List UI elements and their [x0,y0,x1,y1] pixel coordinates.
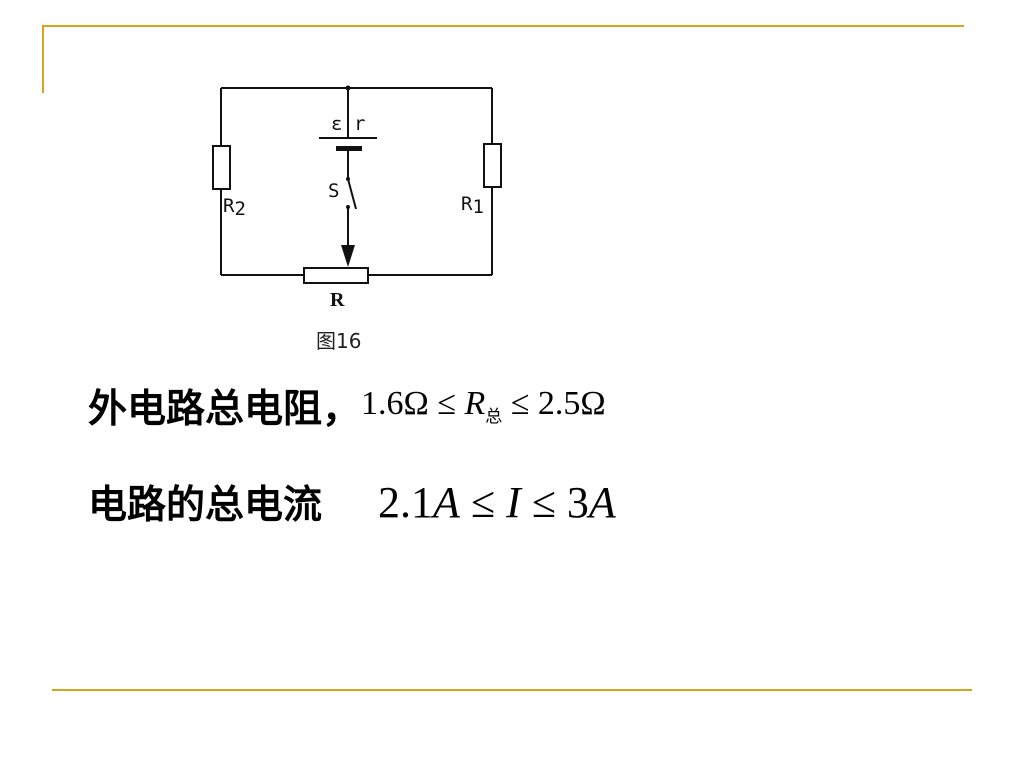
external-resistance-line: 外电路总电阻，1.6Ω ≤ R总 ≤ 2.5Ω [88,378,606,434]
resistor-r2 [212,145,231,190]
internal-resistance-label: r [354,113,365,135]
slider-arrow [341,245,355,267]
switch-contact [346,205,350,209]
emf-label: ε [331,113,342,135]
switch-pivot [346,177,350,181]
top-rule [42,25,964,27]
battery-short-plate [336,146,362,151]
left-rule [42,25,44,93]
figure-caption: 图16 [316,329,361,353]
switch-label: S [328,180,339,202]
circuit-diagram: ε r S R2 R1 R 图16 [212,85,502,353]
external-resistance-text: 外电路总电阻， [88,387,362,432]
switch-blade [347,178,357,210]
total-current-text: 电路的总电流 [88,483,323,528]
junction-dot [345,85,351,91]
total-current-line: 电路的总电流 2.1A ≤ I ≤ 3A [88,474,616,530]
r2-label: R2 [223,195,246,220]
external-resistance-range: 1.6Ω ≤ R总 ≤ 2.5Ω [361,385,606,427]
rheostat-label: R [330,289,345,311]
rheostat [303,267,369,284]
total-current-range: 2.1A ≤ I ≤ 3A [378,477,616,527]
bottom-rule [52,689,972,691]
resistor-r1 [483,143,502,188]
r1-label: R1 [461,193,484,218]
